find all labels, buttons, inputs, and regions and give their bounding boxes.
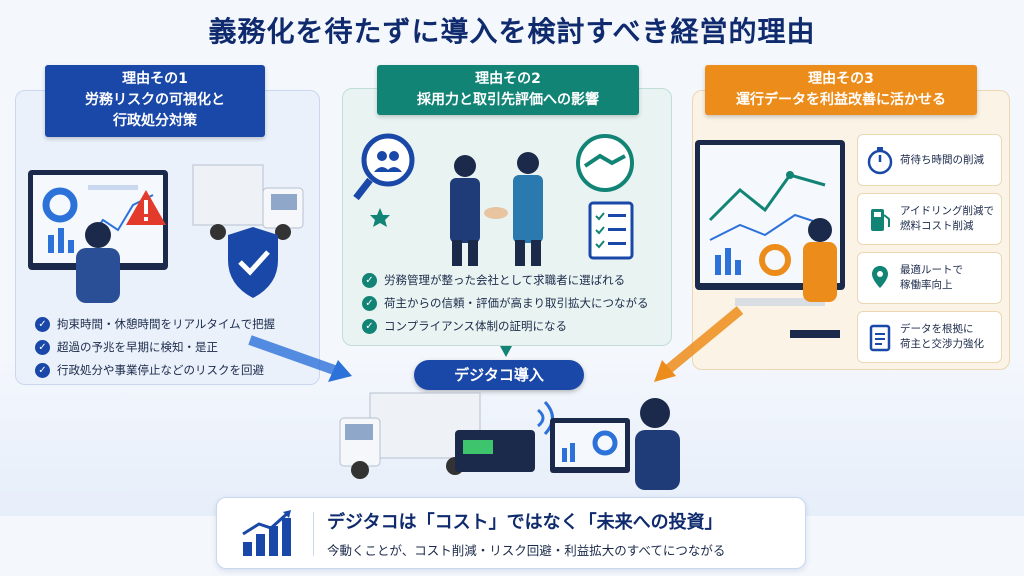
growth-chart-icon (242, 510, 291, 556)
reason-1-bullet-list: ✓拘束時間・休憩時間をリアルタイムで把握 ✓超過の予兆を早期に検知・是正 ✓行政… (35, 316, 275, 385)
bottom-banner: デジタコは「コスト」ではなく「未来への投資」 今動くことが、コスト削減・リスク回… (216, 497, 806, 569)
list-item: ✓拘束時間・休憩時間をリアルタイムで把握 (35, 316, 275, 332)
reason-2-bullet-list: ✓労務管理が整った会社として求職者に選ばれる ✓荷主からの信頼・評価が高まり取引… (362, 272, 649, 341)
reason-1-heading-line2: 行政処分対策 (113, 113, 197, 129)
check-icon: ✓ (35, 362, 50, 378)
list-item: ✓超過の予兆を早期に検知・是正 (35, 339, 275, 355)
center-illustration (339, 392, 680, 490)
reason-2-illustration (353, 133, 634, 266)
reason-3-tile-list: 荷待ち時間の削減 アイドリング削減で燃料コスト削減 最適ルートで稼働率向上 デー… (857, 134, 1002, 370)
check-icon: ✓ (35, 316, 50, 332)
reason-2-label: 理由その2 (475, 71, 541, 87)
banner-subline: 今動くことが、コスト削減・リスク回避・利益拡大のすべてにつながる (327, 543, 726, 558)
reason-3-illustration (695, 140, 845, 338)
reason-2-heading: 採用力と取引先評価への影響 (417, 92, 599, 108)
route-pin-icon (872, 266, 888, 288)
tile-idling: アイドリング削減で燃料コスト削減 (857, 193, 1002, 245)
tile-negotiation: データを根拠に荷主と交渉力強化 (857, 311, 1002, 363)
fuel-pump-icon (871, 209, 890, 231)
list-item: ✓労務管理が整った会社として求職者に選ばれる (362, 272, 649, 288)
center-label: デジタコ導入 (414, 360, 584, 390)
check-icon: ✓ (362, 272, 377, 288)
list-item: ✓荷主からの信頼・評価が高まり取引拡大につながる (362, 295, 649, 311)
banner-divider (313, 512, 314, 556)
page-title: 義務化を待たずに導入を検討すべき経営的理由 (208, 15, 816, 48)
reason-1-header: 理由その1 労務リスクの可視化と 行政処分対策 (45, 65, 265, 137)
banner-headline: デジタコは「コスト」ではなく「未来への投資」 (327, 512, 723, 533)
reason-1-label: 理由その1 (122, 71, 188, 87)
stopwatch-icon (867, 147, 893, 175)
list-item: ✓コンプライアンス体制の証明になる (362, 318, 649, 334)
clipboard-icon (869, 324, 891, 352)
check-icon: ✓ (362, 318, 377, 334)
reason-3-header: 理由その3 運行データを利益改善に活かせる (705, 65, 977, 115)
check-icon: ✓ (35, 339, 50, 355)
reason-1-heading-line1: 労務リスクの可視化と (85, 92, 225, 108)
arrow-down (500, 346, 512, 357)
arrow-right (661, 306, 744, 376)
reason-2-header: 理由その2 採用力と取引先評価への影響 (377, 65, 639, 115)
check-icon: ✓ (362, 295, 377, 311)
reason-3-label: 理由その3 (808, 71, 874, 87)
list-item: ✓行政処分や事業停止などのリスクを回避 (35, 362, 275, 378)
tile-wait-time: 荷待ち時間の削減 (857, 134, 1002, 186)
reason-1-illustration (28, 164, 304, 303)
tile-route: 最適ルートで稼働率向上 (857, 252, 1002, 304)
reason-3-heading: 運行データを利益改善に活かせる (736, 92, 946, 108)
arrow-left (248, 335, 342, 377)
